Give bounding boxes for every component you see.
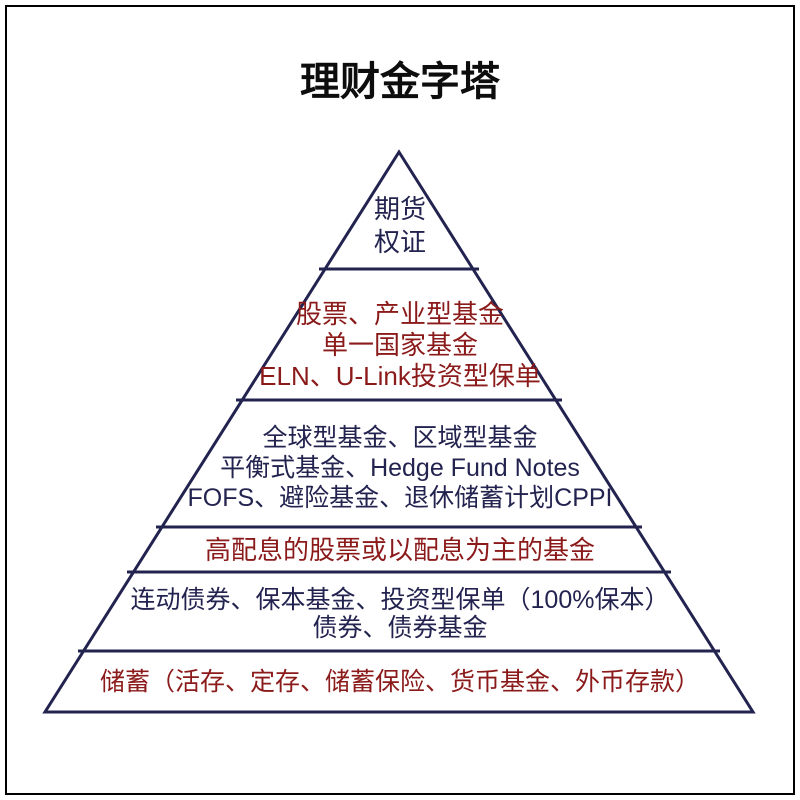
pyramid-level-2-stocks-sector-funds: 股票、产业型基金 单一国家基金 ELN、U-Link投资型保单 (259, 299, 541, 391)
pyramid-level-3-global-regional-funds: 全球型基金、区域型基金 平衡式基金、Hedge Fund Notes FOFS、… (187, 424, 613, 512)
pyramid-level-5-bonds-capital-protected: 连动债券、保本基金、投资型保单（100%保本） 债券、债券基金 (130, 586, 670, 642)
pyramid-level-4-high-dividend: 高配息的股票或以配息为主的基金 (204, 534, 595, 565)
page-title: 理财金字塔 (300, 60, 500, 104)
pyramid-level-1-futures-warrants: 期货 权证 (373, 194, 426, 257)
pyramid-triangle (42, 149, 756, 714)
pyramid-level-6-savings: 储蓄（活存、定存、储蓄保险、货币基金、外币存款） (99, 667, 700, 696)
